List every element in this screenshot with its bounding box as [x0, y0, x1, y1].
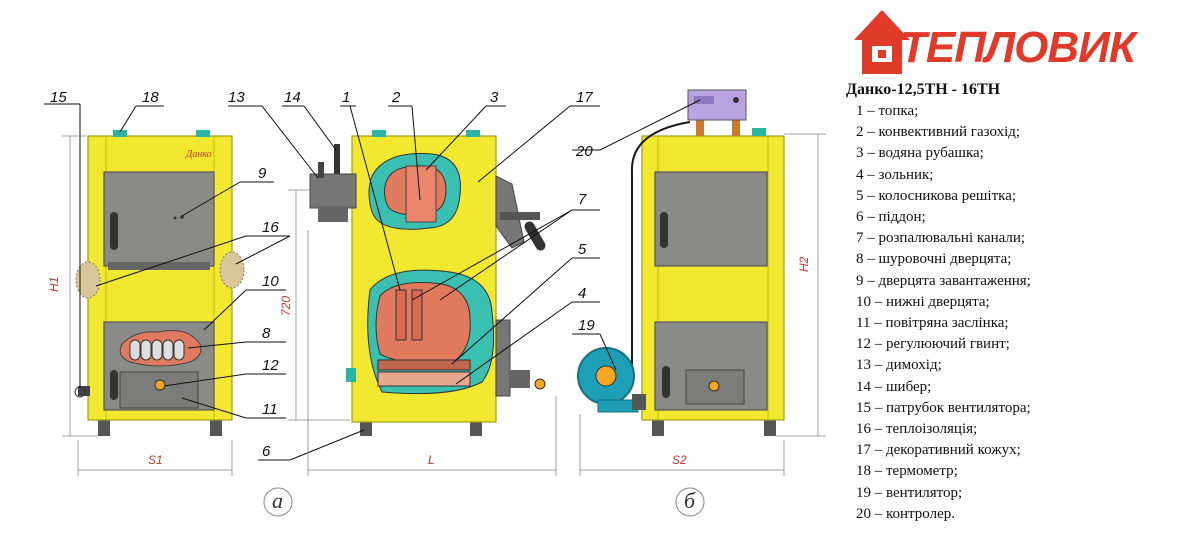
- callout-7: 7: [578, 191, 587, 208]
- legend-item: 12 – регулюючий гвинт;: [856, 336, 1010, 353]
- legend-item: 8 – шуровочні дверцята;: [856, 251, 1012, 268]
- legend-item: 10 – нижні дверцята;: [856, 293, 990, 310]
- chimney: [309, 173, 357, 209]
- front-view: Данко: [74, 130, 245, 436]
- leader-lines: [44, 99, 701, 461]
- dimension-lines: [62, 133, 826, 476]
- callout-17: 17: [576, 89, 593, 106]
- damper: [334, 144, 340, 174]
- legend-item: 19 – вентилятор;: [856, 484, 963, 501]
- legend-item: 18 – термометр;: [856, 463, 958, 480]
- callout-14: 14: [284, 89, 301, 106]
- dimension-s1: S1: [148, 453, 163, 467]
- boiler-foot: [98, 418, 110, 436]
- front-view-fan: [577, 89, 785, 436]
- legend-item: 5 – колосникова решітка;: [856, 187, 1017, 204]
- callout-15: 15: [50, 89, 67, 106]
- legend-item: 17 – декоративний кожух;: [856, 442, 1021, 459]
- thermometer: [113, 130, 127, 137]
- legend-item: 20 – контролер.: [856, 505, 955, 522]
- boiler-foot: [470, 420, 482, 436]
- legend-item: 13 – димохід;: [856, 357, 942, 374]
- callout-13: 13: [228, 89, 245, 106]
- caption-a: а: [272, 488, 283, 513]
- callout-9: 9: [258, 165, 267, 182]
- legend-item: 14 – шибер;: [856, 378, 932, 395]
- callout-19: 19: [578, 317, 595, 334]
- legend-item: 4 – зольник;: [856, 166, 934, 183]
- grate: [377, 359, 471, 371]
- legend-item: 7 – розпалювальні канали;: [856, 230, 1026, 247]
- dimension-l: L: [428, 453, 435, 467]
- callout-10: 10: [262, 273, 279, 290]
- brand-name: ТЕПЛОВИК: [900, 23, 1136, 72]
- boiler-foot: [360, 420, 372, 436]
- callout-16: 16: [262, 219, 279, 236]
- door-handle: [110, 212, 118, 250]
- ash-pit: [377, 371, 471, 387]
- dimension-s2: S2: [672, 453, 687, 467]
- nameplate: Данко: [185, 149, 212, 160]
- callout-3: 3: [490, 89, 499, 106]
- caption-b: б: [684, 488, 696, 513]
- section-view: [309, 130, 546, 436]
- legend-item: 3 – водяна рубашка;: [856, 145, 984, 162]
- house-icon: [854, 10, 910, 74]
- dimension-h1: H1: [47, 277, 61, 292]
- legend-item: 6 – піддон;: [856, 209, 926, 226]
- callout-6: 6: [262, 443, 271, 460]
- controller: [687, 89, 747, 121]
- legend-title: Данко-12,5ТН - 16ТН: [846, 81, 1001, 98]
- callout-12: 12: [262, 357, 279, 374]
- caption-circle: [263, 487, 293, 517]
- ignition-channel: [411, 289, 423, 341]
- firebox: [375, 282, 471, 364]
- adjusting-screw: [154, 379, 166, 391]
- callout-4: 4: [578, 285, 586, 302]
- brand-logo: [854, 10, 910, 74]
- callout-5: 5: [578, 241, 587, 258]
- callout-18: 18: [142, 89, 159, 106]
- boiler-diagram: Данко: [44, 89, 826, 517]
- caption-circle: [675, 487, 705, 517]
- legend-item: 15 – патрубок вентилятора;: [856, 399, 1031, 416]
- callout-8: 8: [262, 325, 271, 342]
- legend-item: 1 – топка;: [856, 103, 919, 119]
- legend-item: 9 – дверцята завантаження;: [856, 272, 1031, 289]
- loading-door: [103, 171, 215, 267]
- insulation: [75, 261, 101, 299]
- dimension-h2: H2: [797, 256, 811, 272]
- fan-pipe: [78, 386, 90, 396]
- legend-item: 11 – повітряна заслінка;: [856, 315, 1009, 332]
- legend-item: 2 – конвективний газохід;: [856, 124, 1021, 141]
- callout-11: 11: [262, 401, 278, 418]
- legend-list: 1 – топка; 2 – конвективний газохід; 3 –…: [846, 101, 1176, 525]
- callout-2: 2: [391, 89, 401, 106]
- callout-20: 20: [575, 143, 593, 160]
- boiler-foot: [210, 418, 222, 436]
- legend-item: 16 – теплоізоляція;: [856, 421, 978, 438]
- dimension-720: 720: [279, 296, 293, 316]
- parts-legend: Данко-12,5ТН - 16ТН 1 – топка; 2 – конве…: [846, 80, 1176, 525]
- callout-1: 1: [342, 89, 350, 106]
